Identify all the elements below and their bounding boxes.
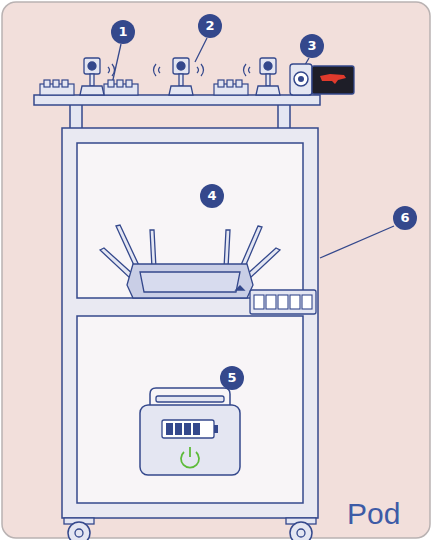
sensor-module bbox=[214, 80, 248, 95]
leader-line bbox=[320, 226, 394, 258]
power-station bbox=[140, 388, 240, 475]
camera bbox=[80, 58, 104, 95]
wheel bbox=[286, 518, 316, 540]
cart-compartment bbox=[77, 316, 303, 503]
cart-frame bbox=[62, 128, 318, 518]
top-shelf bbox=[34, 95, 320, 105]
shelf-post bbox=[278, 104, 290, 130]
cart-compartment bbox=[77, 143, 303, 298]
sensor-module bbox=[104, 80, 138, 95]
diagram-title-label: Pod bbox=[347, 497, 400, 531]
display-unit bbox=[290, 64, 354, 95]
callout-number: 1 bbox=[111, 20, 135, 44]
leader-line bbox=[195, 38, 207, 62]
router bbox=[100, 225, 280, 298]
callout-number: 5 bbox=[220, 366, 244, 390]
camera bbox=[169, 58, 193, 95]
callout-number: 4 bbox=[200, 184, 224, 208]
wheel bbox=[64, 518, 94, 540]
wireless-signal bbox=[108, 64, 250, 76]
callout-number: 2 bbox=[198, 14, 222, 38]
camera bbox=[256, 58, 280, 95]
power-strip bbox=[250, 290, 316, 314]
callout-number: 6 bbox=[393, 206, 417, 230]
callout-number: 3 bbox=[300, 34, 324, 58]
leader-line bbox=[112, 44, 121, 84]
shelf-post bbox=[70, 104, 82, 130]
sensor-module bbox=[40, 80, 74, 95]
